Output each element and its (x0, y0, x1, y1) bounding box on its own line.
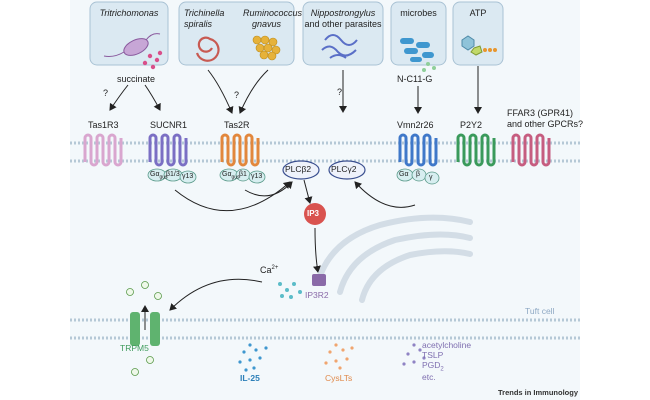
il25-release-icon (238, 343, 268, 372)
ip3r2-label: IP3R2 (305, 290, 329, 300)
ffar3-receptor (511, 133, 551, 167)
other-mediators-release-icon (402, 343, 426, 366)
atp-label: ATP (469, 8, 487, 18)
sucnr1-label: SUCNR1 (150, 120, 188, 130)
sucnr1-galpha-label: Gαgus (150, 171, 168, 181)
cations-icon (126, 281, 162, 376)
tritrichomonas-label: Tritrichomonas (99, 8, 159, 18)
tritrichomonas-box (89, 1, 169, 66)
tas1r3-receptor (83, 133, 123, 167)
p2y2-receptor (456, 133, 496, 167)
parasite-unknown-ligand: ? (337, 87, 343, 97)
nippostrongylus-worms-icon (321, 34, 358, 59)
tas2r-ggamma-label: γ13 (251, 173, 263, 180)
sucnr1-receptor (148, 133, 188, 167)
vmn2r26-galpha-label: Gα (399, 171, 409, 178)
pgd2-label: PGD2 (422, 360, 444, 373)
endoplasmic-reticulum (315, 214, 473, 303)
vmn2r26-receptor (398, 133, 438, 167)
cyslts-label: CysLTs (325, 373, 353, 383)
plcb2-enzyme (282, 160, 320, 180)
plcg2-label: PLCγ2 (331, 164, 357, 174)
plcg2-enzyme (328, 160, 366, 180)
trichinella-label-line2: spiralis (184, 19, 213, 29)
ip3-molecule (304, 203, 326, 225)
basolateral-membrane (70, 318, 580, 340)
journal-credit: Trends in Immunology (498, 388, 579, 397)
succinate-molecules-icon (142, 50, 163, 70)
nippostrongylus-label-line1: Nippostrongylus (310, 8, 376, 18)
tslp-label: TSLP (422, 350, 444, 360)
calcium-label: Ca2+ (260, 265, 279, 275)
succinate-label: succinate (117, 74, 156, 84)
apical-membrane (70, 141, 580, 163)
trpm5-label: TRPM5 (120, 343, 149, 353)
ffar3-label-line2: and other GPCRs? (507, 119, 584, 129)
etc-label: etc. (422, 372, 436, 382)
tas2r-unknown-ligand: ? (234, 90, 240, 100)
n-c11-g-molecules-icon (422, 62, 436, 72)
acetylcholine-label: acetylcholine (422, 340, 472, 350)
vmn2r26-gbeta-label: β (416, 171, 421, 178)
plcb2-label: PLCβ2 (285, 164, 312, 174)
vmn2r26-label: Vmn2r26 (397, 120, 434, 130)
sucnr1-gbeta-label: β1/3 (166, 171, 180, 178)
microbes-icon (400, 38, 434, 62)
microbes-label: microbes (400, 8, 437, 18)
tas2r-gbeta-label: β1 (239, 171, 247, 178)
tritrichomonas-icon (103, 33, 161, 57)
plc-activation-arrows (169, 179, 416, 311)
tas1r3-label: Tas1R3 (88, 120, 119, 130)
il25-label: IL-25 (240, 373, 260, 383)
ruminococcus-cluster-icon (252, 35, 281, 61)
stimulus-arrows (109, 66, 482, 114)
nippostrongylus-label-line2: and other parasites (304, 19, 382, 29)
g-proteins (147, 168, 440, 185)
p2y2-label: P2Y2 (460, 120, 483, 130)
ruminococcus-label-line2: gnavus (252, 19, 282, 29)
atp-molecule-icon (461, 35, 497, 56)
ruminococcus-label-line1: Ruminococcus (243, 8, 303, 18)
cyslts-release-icon (324, 343, 354, 370)
trichinella-worm-icon (195, 36, 220, 62)
vmn2r26-ggamma-label: γ (429, 174, 433, 181)
trpm5-channel (130, 305, 160, 346)
ip3r2-channel (312, 274, 326, 286)
sucnr1-ggamma-label: γ13 (182, 173, 194, 180)
tas2r-receptor (220, 133, 260, 167)
tuft-cell-label: Tuft cell (525, 306, 555, 316)
trichinella-label-line1: Trichinella (184, 8, 225, 18)
tas1r3-unknown-ligand: ? (103, 88, 109, 98)
tas2r-label: Tas2R (224, 120, 250, 130)
tas2r-galpha-label: Gαgus (222, 171, 240, 181)
ip3-label: IP3 (307, 209, 320, 218)
ffar3-label-line1: FFAR3 (GPR41) (507, 108, 574, 118)
n-c11-g-label: N-C11-G (397, 74, 433, 84)
calcium-ions (278, 282, 302, 299)
